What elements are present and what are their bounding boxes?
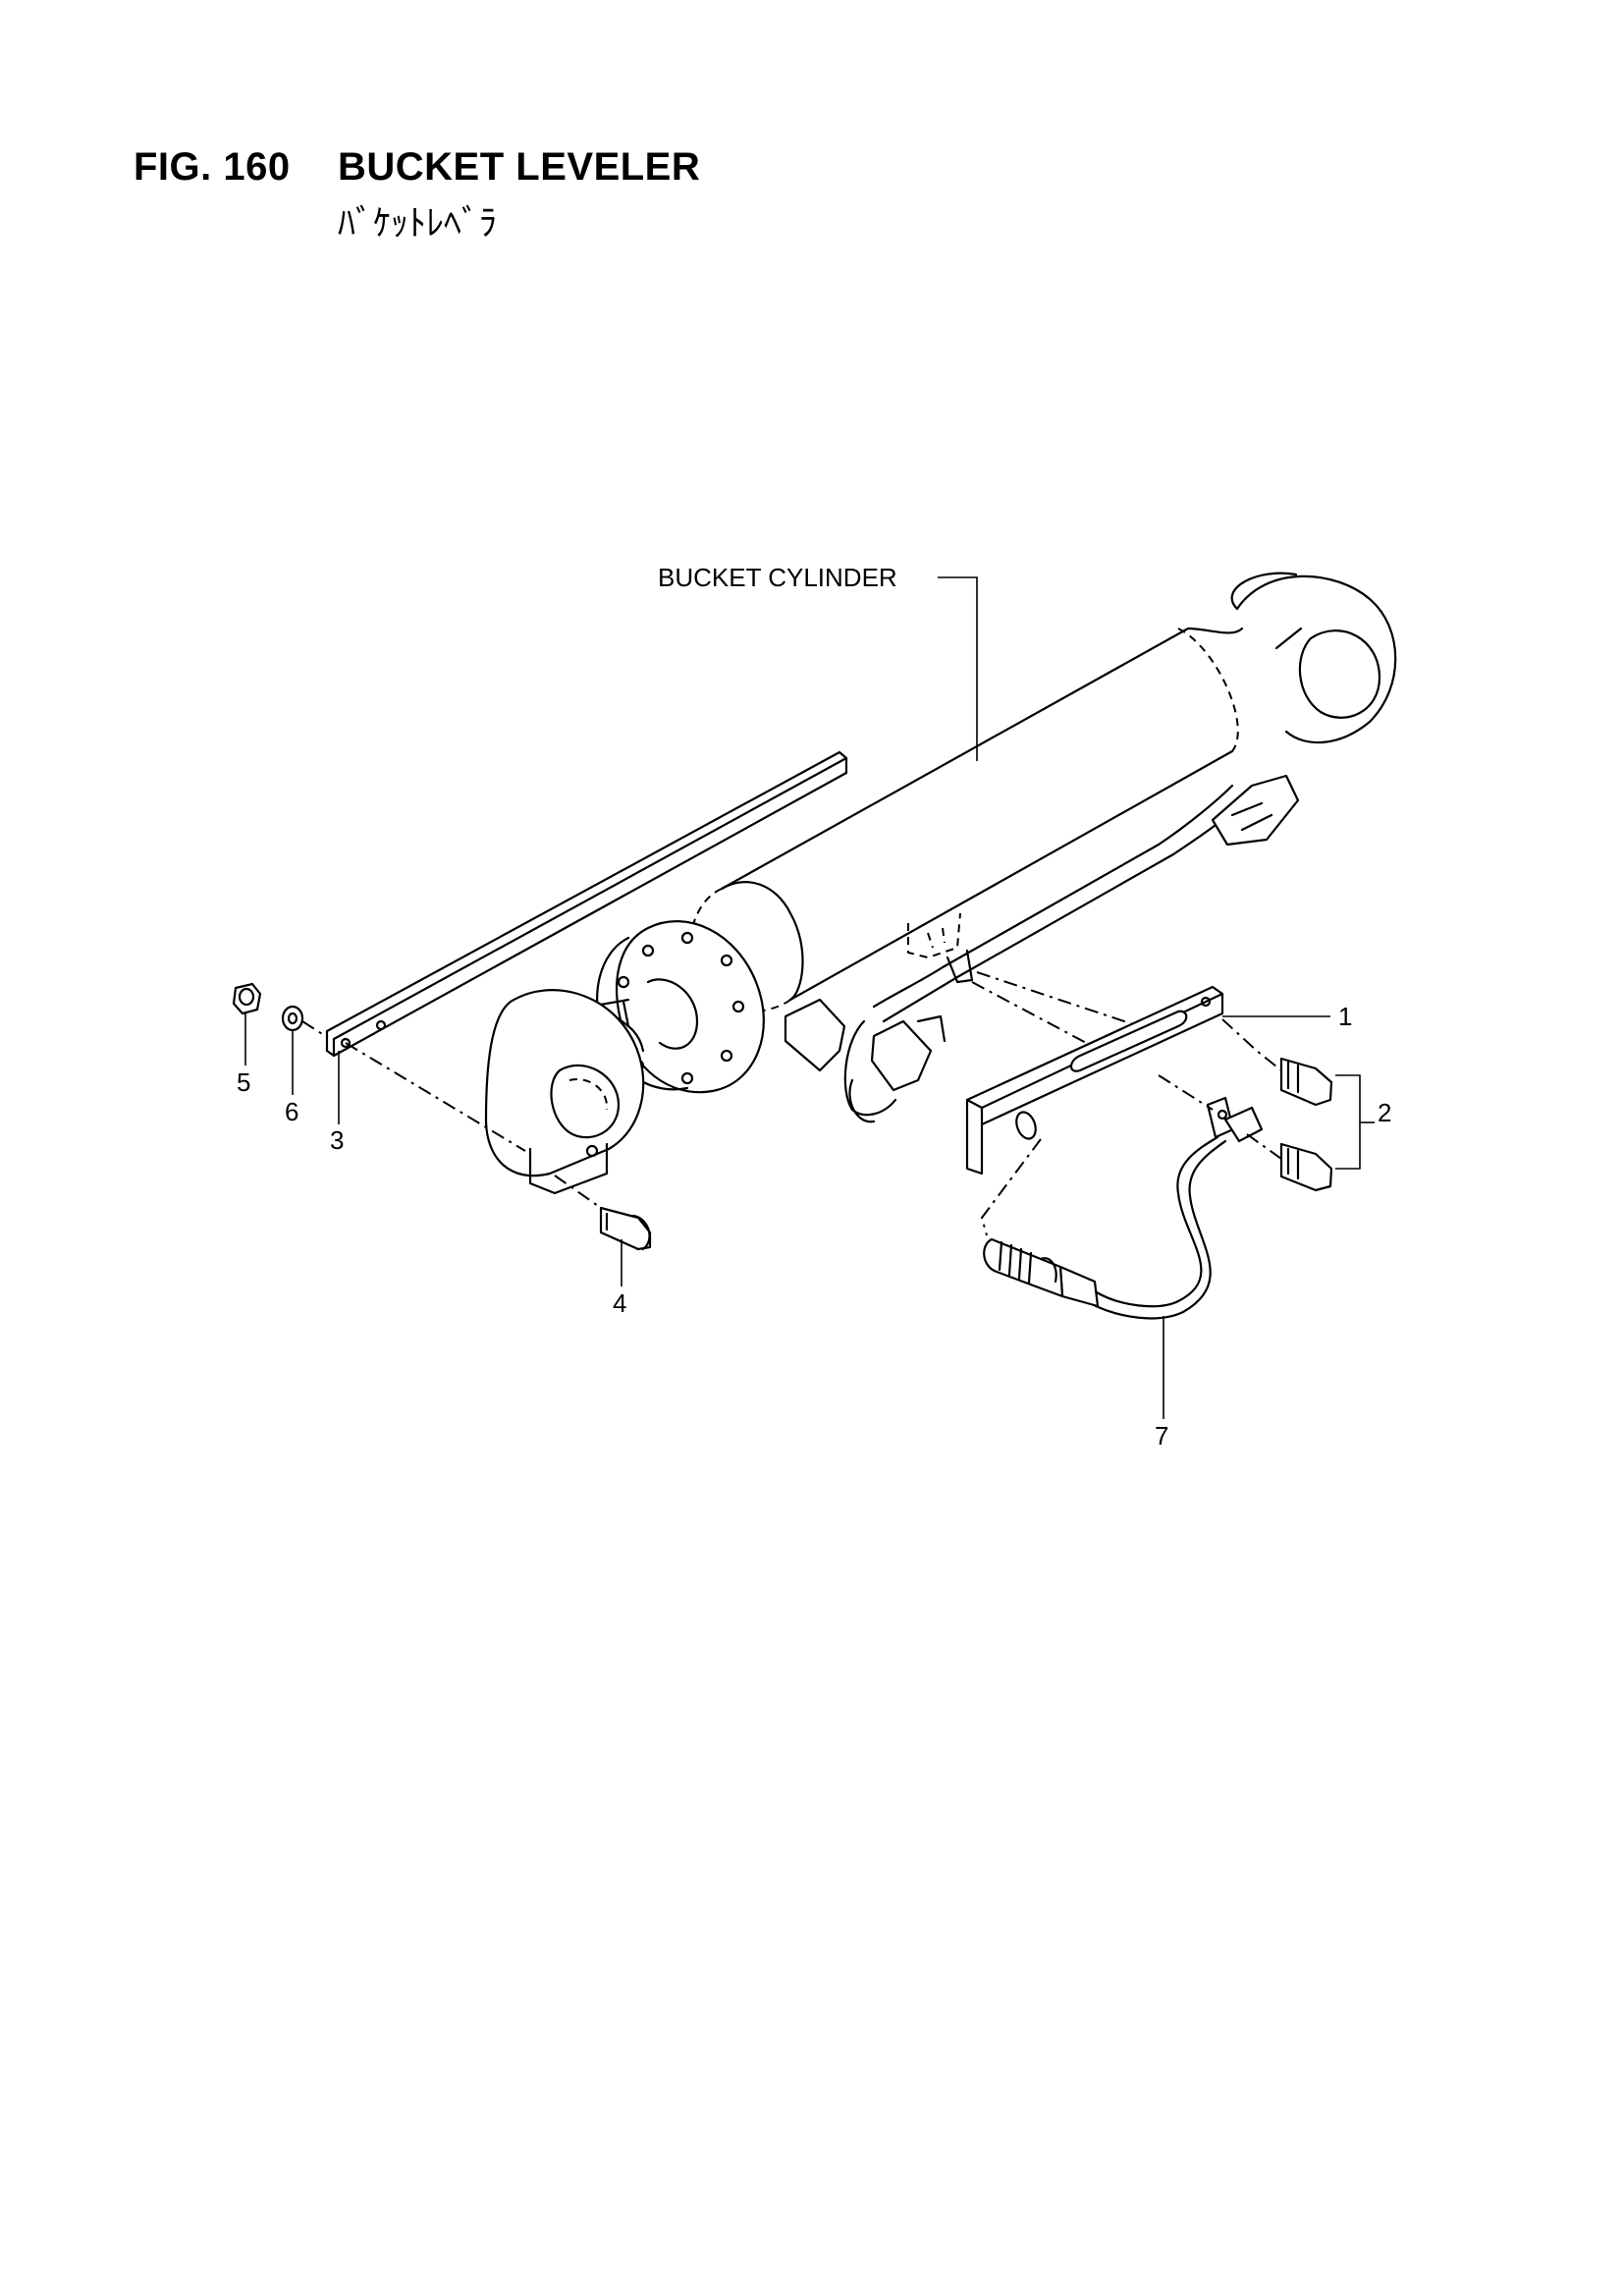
washer-line [301,1020,328,1038]
part-7-sensor-cable [983,1096,1264,1320]
figure-subtitle: ﾊﾞｹｯﾄﾚﾍﾞﾗ [338,203,497,244]
clevis-bracket [528,1142,609,1195]
mount-line-1 [976,971,1140,1027]
bolt-line [554,1175,602,1209]
sensor-to-plate-line [980,1138,1042,1236]
bucket-cylinder-label: BUCKET CYLINDER [658,563,897,592]
part-1-plate [965,985,1224,1175]
cylinder-clevis-eye [484,989,645,1177]
bucket-cylinder-leader [938,576,978,761]
figure-header: FIG. 160 BUCKET LEVELER ﾊﾞｹｯﾄﾚﾍﾞﾗ [134,145,701,244]
callout-1: 1 [1338,1002,1352,1031]
sensor-head-line [1158,1074,1214,1111]
bolt2-line-2 [1246,1133,1282,1160]
callout-7: 7 [1155,1421,1168,1450]
figure-number: FIG. 160 [134,145,291,189]
callout-6: 6 [285,1097,298,1126]
part-6-washer [281,1005,304,1032]
callout-5: 5 [237,1067,250,1097]
rod-to-bracket-line [345,1042,526,1152]
part-3-rod [325,750,848,1058]
sensor-mount [907,912,974,984]
leader-2-bracket [1335,1074,1361,1170]
part-2-bolts [1279,1057,1333,1192]
part-5-nut [232,982,262,1015]
hose-assembly [784,774,1300,1123]
part-4-bolt [599,1206,652,1251]
callout-2: 2 [1378,1098,1391,1127]
bolt2-line-1 [1221,1018,1282,1071]
callout-3: 3 [330,1125,344,1155]
cylinder-rod-end [1230,572,1397,744]
cylinder-head-flange [596,919,765,1094]
callout-4: 4 [613,1288,626,1318]
figure-title: BUCKET LEVELER [338,145,701,189]
